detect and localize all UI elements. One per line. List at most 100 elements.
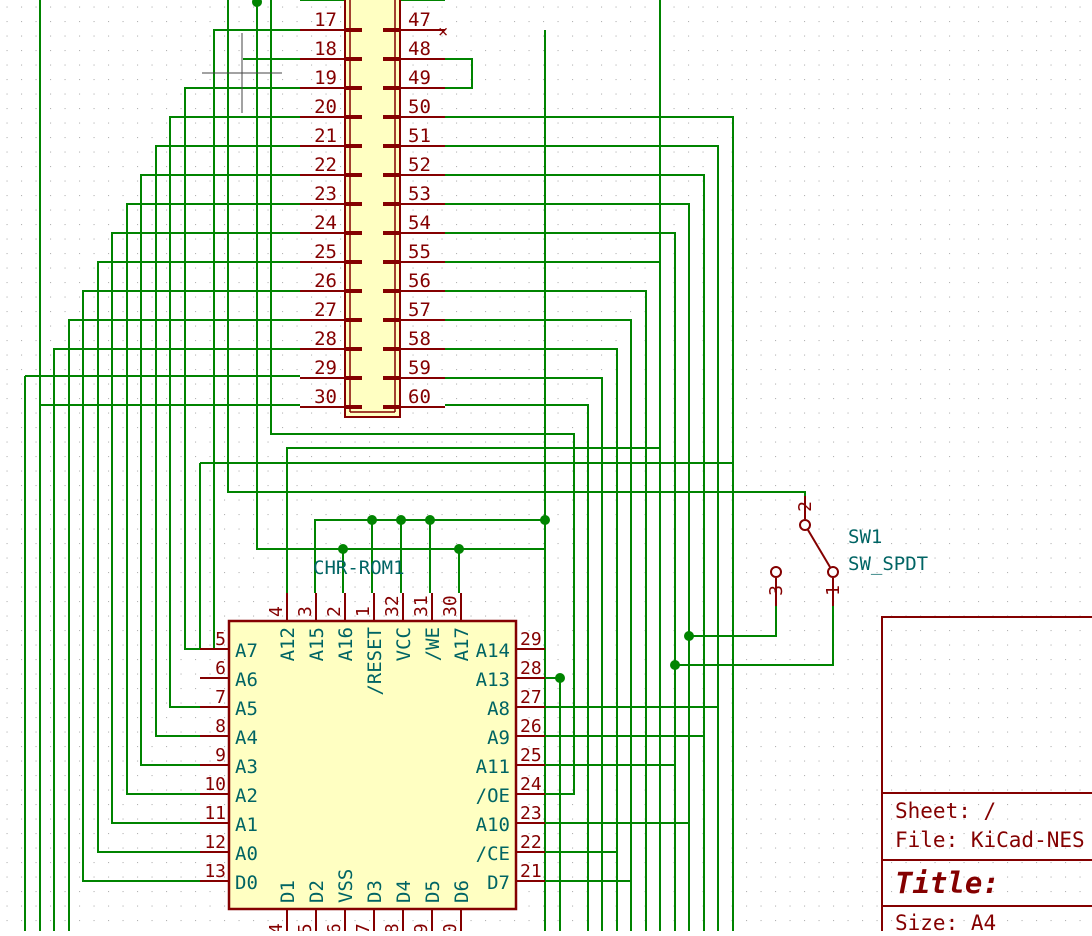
chip-pin-name: /WE xyxy=(422,627,444,661)
junctions-layer xyxy=(252,0,694,683)
connector-pin-number: 26 xyxy=(314,270,337,292)
chip-pin-name: D2 xyxy=(306,880,328,903)
connector-pin-number: 19 xyxy=(314,67,337,89)
connector-pin-number: 51 xyxy=(408,125,431,147)
wire-switch-pin2[interactable] xyxy=(227,0,806,496)
chip-pin-name: A0 xyxy=(235,843,258,865)
wire-a12[interactable] xyxy=(286,0,661,593)
chip-pin-number: 23 xyxy=(520,803,542,824)
switch-reference: SW1 xyxy=(848,526,882,548)
wire-oe[interactable] xyxy=(270,0,575,795)
switch-pin-number: 1 xyxy=(823,585,844,596)
wire-data-line[interactable] xyxy=(445,319,632,931)
chip-pin-number: 7 xyxy=(215,687,226,708)
chip-pin-name: A10 xyxy=(476,814,510,836)
wire-data-line[interactable] xyxy=(445,174,705,931)
wire-data-line[interactable] xyxy=(445,290,647,931)
chip-pin-name: A2 xyxy=(235,785,258,807)
switch-sw1[interactable]: SW1 SW_SPDT xyxy=(848,526,928,575)
chip-pin-name: A11 xyxy=(476,756,510,778)
wire-switch-pin3[interactable] xyxy=(689,606,777,637)
switch-contact xyxy=(827,566,839,578)
chip-pin-name: /RESET xyxy=(364,627,386,696)
switch-pin-number: 2 xyxy=(795,501,816,512)
connector-pin-number: 25 xyxy=(314,241,337,263)
wire-data-line[interactable] xyxy=(445,116,734,931)
chip-pin-name: D4 xyxy=(393,880,415,903)
chip-pin-number: 26 xyxy=(520,716,542,737)
wire-pin60[interactable] xyxy=(445,404,589,931)
chip-pin-number: 15 xyxy=(295,923,316,931)
chip-pin-name: /OE xyxy=(476,785,510,807)
wire-data-line[interactable] xyxy=(445,203,690,931)
connector-pin-number: 52 xyxy=(408,154,431,176)
connector-pin-number: 28 xyxy=(314,328,337,350)
chip-pin-name: D0 xyxy=(235,872,258,894)
chip-pin-name: D3 xyxy=(364,880,386,903)
wire-data-line[interactable] xyxy=(445,232,676,931)
chip-pin-number: 21 xyxy=(520,861,542,882)
wire-address-line[interactable] xyxy=(111,232,300,824)
wire-switch-pin1[interactable] xyxy=(675,606,834,666)
chip-reference: CHR-ROM1 xyxy=(313,557,405,579)
chip-pin-number: 31 xyxy=(411,595,432,617)
chip-pin-name: A9 xyxy=(487,727,510,749)
chip-pin-number: 9 xyxy=(215,745,226,766)
chip-pin-name: D1 xyxy=(277,880,299,903)
connector-pin-number: 49 xyxy=(408,67,431,89)
wire-vcc-bus[interactable] xyxy=(314,519,545,593)
wire-address-line[interactable] xyxy=(140,174,300,766)
chip-pin-number: 28 xyxy=(520,658,542,679)
junction-dot xyxy=(425,515,435,525)
junction-dot xyxy=(367,515,377,525)
wire-address-line[interactable] xyxy=(97,261,300,853)
chip-pin-name: A8 xyxy=(487,698,510,720)
chip-pin-name: A14 xyxy=(476,640,510,662)
switch-value: SW_SPDT xyxy=(848,553,928,575)
connector-pin-number: 18 xyxy=(314,38,337,60)
connector-pin-number: 53 xyxy=(408,183,431,205)
wire-loop-48-49[interactable] xyxy=(445,58,473,89)
chip-pin-number: 22 xyxy=(520,832,542,853)
connector-body-group[interactable]: 1718192021222324252627282930474849505152… xyxy=(300,0,448,418)
connector-pin-number: 54 xyxy=(408,212,431,234)
switch-lever xyxy=(807,529,831,568)
chip-pin-name: VSS xyxy=(335,869,357,903)
wire-data-line[interactable] xyxy=(445,377,603,931)
wire-address-line[interactable] xyxy=(82,290,300,882)
chip-pin-number: 1 xyxy=(353,606,374,617)
chr-rom-chip[interactable]: CHR-ROM15A76A67A58A49A310A211A112A013D02… xyxy=(200,557,545,936)
chip-pin-number: 12 xyxy=(204,832,226,853)
connector-pin-number: 58 xyxy=(408,328,431,350)
chip-pin-number: 27 xyxy=(520,687,542,708)
connector-pin-number: 29 xyxy=(314,357,337,379)
chip-pin-name: A4 xyxy=(235,727,258,749)
chip-pin-number: 4 xyxy=(266,606,287,617)
chip-pin-number: 6 xyxy=(215,658,226,679)
connector-pin-number: 57 xyxy=(408,299,431,321)
switch-contact xyxy=(799,519,811,531)
wire-address-line[interactable] xyxy=(68,319,300,931)
chip-pin-number: 24 xyxy=(520,774,542,795)
chip-pin-name: A12 xyxy=(277,627,299,661)
chip-pin-number: 19 xyxy=(411,923,432,931)
chip-pin-number: 30 xyxy=(440,595,461,617)
wire-address-line[interactable] xyxy=(53,348,300,931)
wire-data-line[interactable] xyxy=(445,145,719,931)
connector-pin-number: 55 xyxy=(408,241,431,263)
junction-dot xyxy=(555,673,565,683)
connector-pin-number: 22 xyxy=(314,154,337,176)
chip-pin-name: VCC xyxy=(393,627,415,661)
parts-layer: 1718192021222324252627282930474849505152… xyxy=(200,0,844,936)
title-block-file: File: KiCad-NES xyxy=(895,828,1085,852)
chip-pin-name: A16 xyxy=(335,627,357,661)
title-block-title: Title: xyxy=(895,866,1000,900)
wires-layer xyxy=(24,0,834,931)
chip-pin-name: D5 xyxy=(422,880,444,903)
chip-pin-name: A13 xyxy=(476,669,510,691)
chip-pin-name: D7 xyxy=(487,872,510,894)
wire-address-line[interactable] xyxy=(169,116,300,708)
